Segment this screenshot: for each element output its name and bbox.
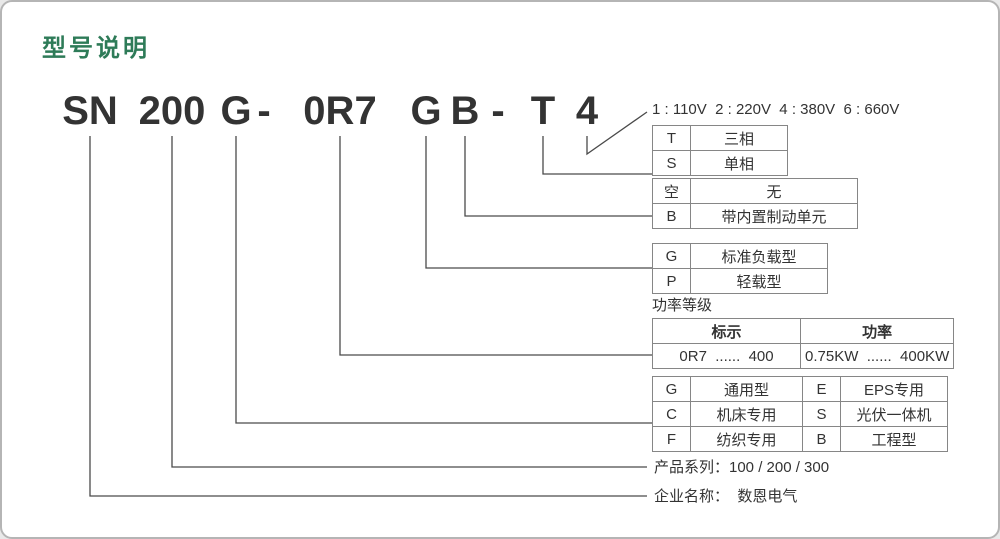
table-cell: S — [802, 401, 841, 427]
model-segment-load: G — [410, 89, 442, 133]
model-segment-dash-2: - — [491, 89, 505, 133]
phase-table: T 三相 S 单相 — [652, 125, 788, 176]
connector-line-series — [171, 136, 647, 468]
table-cell: G — [652, 243, 691, 269]
connector-line-usage — [235, 136, 652, 424]
table-cell: 纺织专用 — [690, 426, 803, 452]
table-cell: T — [652, 125, 691, 151]
load-table: G 标准负载型 P 轻载型 — [652, 243, 828, 294]
model-segment-usage: G — [220, 89, 252, 133]
model-segment-brake: B — [450, 89, 480, 133]
page-title: 型号说明 — [42, 35, 150, 62]
connector-line-brake — [464, 136, 652, 217]
table-cell: 空 — [652, 178, 691, 204]
model-segment-phase: T — [530, 89, 556, 133]
model-segment-dash-1: - — [257, 89, 271, 133]
table-cell: 带内置制动单元 — [690, 203, 858, 229]
table-cell: B — [652, 203, 691, 229]
table-cell: 工程型 — [840, 426, 948, 452]
model-segment-sn: SN — [62, 89, 118, 133]
table-cell: 0R7 ...... 400 — [652, 343, 801, 369]
table-cell: 通用型 — [690, 376, 803, 402]
connector-line-power — [339, 136, 652, 356]
model-segment-power: 0R7 — [303, 89, 377, 133]
table-cell: 机床专用 — [690, 401, 803, 427]
table-cell: 光伏一体机 — [840, 401, 948, 427]
table-cell: 标准负载型 — [690, 243, 828, 269]
table-cell: E — [802, 376, 841, 402]
table-cell: B — [802, 426, 841, 452]
connector-line-sn — [89, 136, 647, 497]
power-level-label: 功率等级 — [652, 297, 713, 314]
table-cell: G — [652, 376, 691, 402]
connector-line-load — [425, 136, 652, 269]
model-segment-voltage: 4 — [575, 89, 599, 133]
table-cell: EPS专用 — [840, 376, 948, 402]
table-cell: 三相 — [690, 125, 788, 151]
table-cell: 单相 — [690, 150, 788, 176]
voltage-options-note: 1 : 110V 2 : 220V 4 : 380V 6 : 660V — [652, 101, 900, 118]
brake-table: 空 无 B 带内置制动单元 — [652, 178, 858, 229]
table-cell: 无 — [690, 178, 858, 204]
table-header-cell: 功率 — [799, 318, 955, 344]
table-cell: C — [652, 401, 691, 427]
product-series-note: 产品系列：100 / 200 / 300 — [654, 459, 830, 476]
model-segment-series: 200 — [138, 89, 206, 133]
usage-table: G 通用型 E EPS专用 C 机床专用 S 光伏一体机 F 纺织专用 B 工程… — [652, 376, 948, 452]
table-cell: P — [652, 268, 691, 294]
table-cell: F — [652, 426, 691, 452]
power-table: 标示 功率 0R7 ...... 400 0.75KW ...... 400KW — [652, 318, 955, 369]
table-cell: S — [652, 150, 691, 176]
table-cell: 0.75KW ...... 400KW — [799, 343, 955, 369]
connector-line-phase — [542, 136, 652, 175]
table-cell: 轻载型 — [690, 268, 828, 294]
table-header-cell: 标示 — [652, 318, 801, 344]
company-name-note: 企业名称： 数恩电气 — [654, 488, 798, 505]
